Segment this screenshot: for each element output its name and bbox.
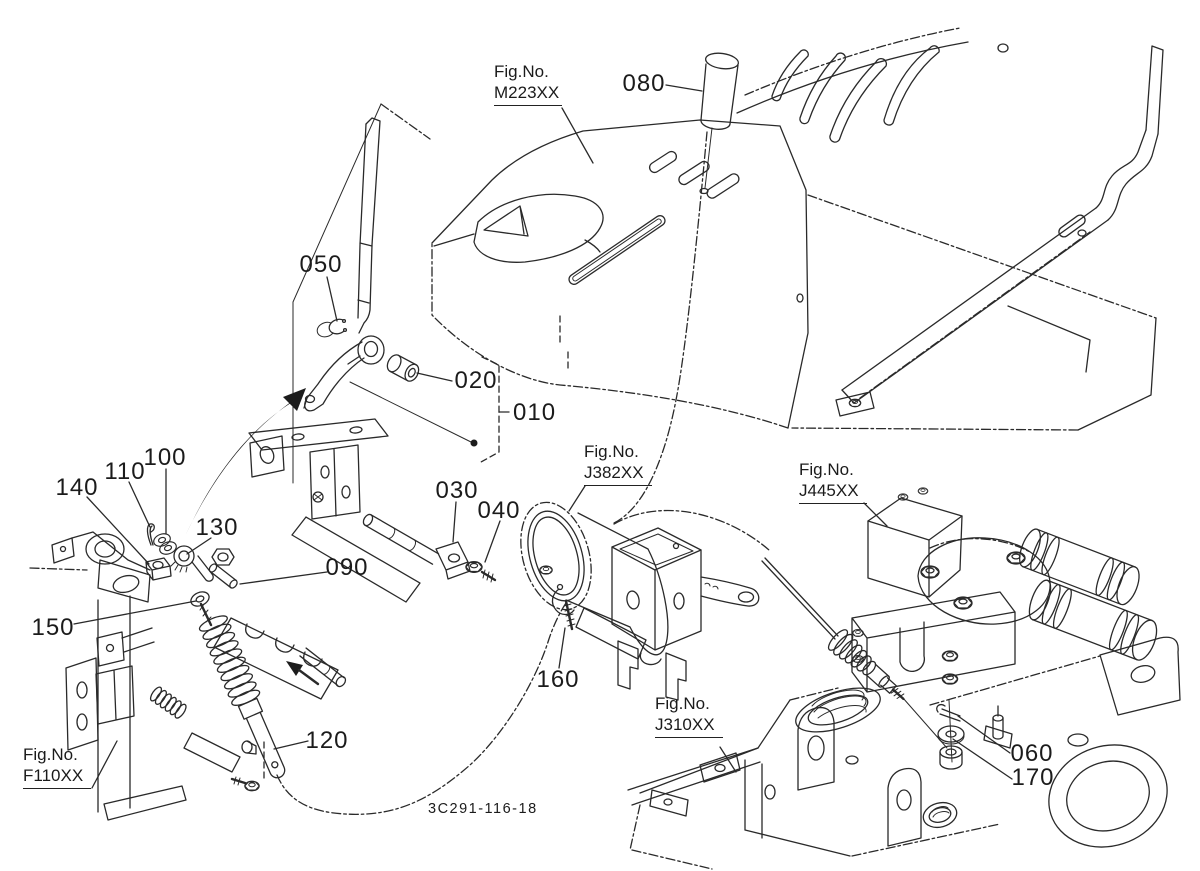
part-label-110: 110 xyxy=(104,458,146,485)
accumulator-lower xyxy=(1028,579,1158,661)
assembly-boundary-010 xyxy=(349,356,510,463)
pin-090 xyxy=(208,563,238,589)
leader-lines xyxy=(73,84,1013,789)
fig-code-m223xx: M223XX xyxy=(494,82,562,106)
part-label-050: 050 xyxy=(299,251,343,278)
part-label-100: 100 xyxy=(143,444,187,471)
part-label-170: 170 xyxy=(1011,764,1055,791)
pin-washer-set xyxy=(936,699,965,770)
fig-ref-j310xx: Fig.No. J310XX xyxy=(655,693,723,738)
bushing-020 xyxy=(386,354,420,382)
frame-f110 xyxy=(29,531,265,821)
square-nut-140 xyxy=(145,557,172,581)
bolt-040 xyxy=(465,561,497,583)
console-side-panel xyxy=(791,194,1157,431)
mid-bracket xyxy=(248,418,389,520)
fig-code-j382xx: J382XX xyxy=(584,462,652,486)
fig-ref-f110xx: Fig.No. F110XX xyxy=(23,744,91,789)
fig-code-f110xx: F110XX xyxy=(23,765,91,789)
fig-prefix: Fig.No. xyxy=(494,62,549,81)
fig-code-j445xx: J445XX xyxy=(799,480,867,504)
part-label-140: 140 xyxy=(55,474,99,501)
fender-panel xyxy=(736,27,1009,143)
part-label-120: 120 xyxy=(305,727,349,754)
fig-ref-m223xx: Fig.No. M223XX xyxy=(494,61,562,106)
fig-prefix: Fig.No. xyxy=(23,745,78,764)
fig-prefix: Fig.No. xyxy=(799,460,854,479)
cable-clamp-160 xyxy=(551,583,576,631)
part-label-090: 090 xyxy=(325,554,369,581)
fig-prefix: Fig.No. xyxy=(584,442,639,461)
fig-ref-j382xx: Fig.No. J382XX xyxy=(584,441,652,486)
quadrant-plate xyxy=(213,617,347,700)
hex-nut xyxy=(211,548,235,566)
part-label-040: 040 xyxy=(477,497,521,524)
console-cover xyxy=(431,119,809,429)
part-label-030: 030 xyxy=(435,477,479,504)
drawing-number: 3C291-116-18 xyxy=(428,801,538,817)
valve-j445 xyxy=(851,487,1158,749)
part-label-160: 160 xyxy=(536,666,580,693)
shift-knob xyxy=(613,52,740,524)
reference-dot xyxy=(470,439,478,447)
fig-ref-j445xx: Fig.No. J445XX xyxy=(799,459,867,504)
part-label-020: 020 xyxy=(454,367,498,394)
part-label-010: 010 xyxy=(513,399,557,426)
part-label-150: 150 xyxy=(31,614,75,641)
cable-rod xyxy=(761,557,948,749)
cotter-pin-110 xyxy=(146,523,155,546)
fig-prefix: Fig.No. xyxy=(655,694,710,713)
rod-030 xyxy=(291,513,471,603)
part-label-130: 130 xyxy=(195,514,239,541)
snap-ring-050 xyxy=(316,318,348,338)
case-j310 xyxy=(627,636,1181,870)
lever-assembly xyxy=(303,117,420,412)
side-rail xyxy=(841,45,1164,404)
part-label-060: 060 xyxy=(1010,740,1054,767)
control-cable xyxy=(276,509,770,815)
mount-panel-lines xyxy=(292,103,431,484)
linkage-cluster xyxy=(145,523,235,610)
washer-150 xyxy=(188,588,212,610)
direction-arrow-small xyxy=(286,661,303,676)
accumulator-upper xyxy=(1018,528,1140,606)
cotter-pin xyxy=(936,703,961,722)
part-label-080: 080 xyxy=(622,70,666,97)
damper-120 xyxy=(198,602,286,779)
yoke-130 xyxy=(170,545,214,582)
fig-code-j310xx: J310XX xyxy=(655,714,723,738)
direction-arrow-swoosh xyxy=(186,388,306,534)
